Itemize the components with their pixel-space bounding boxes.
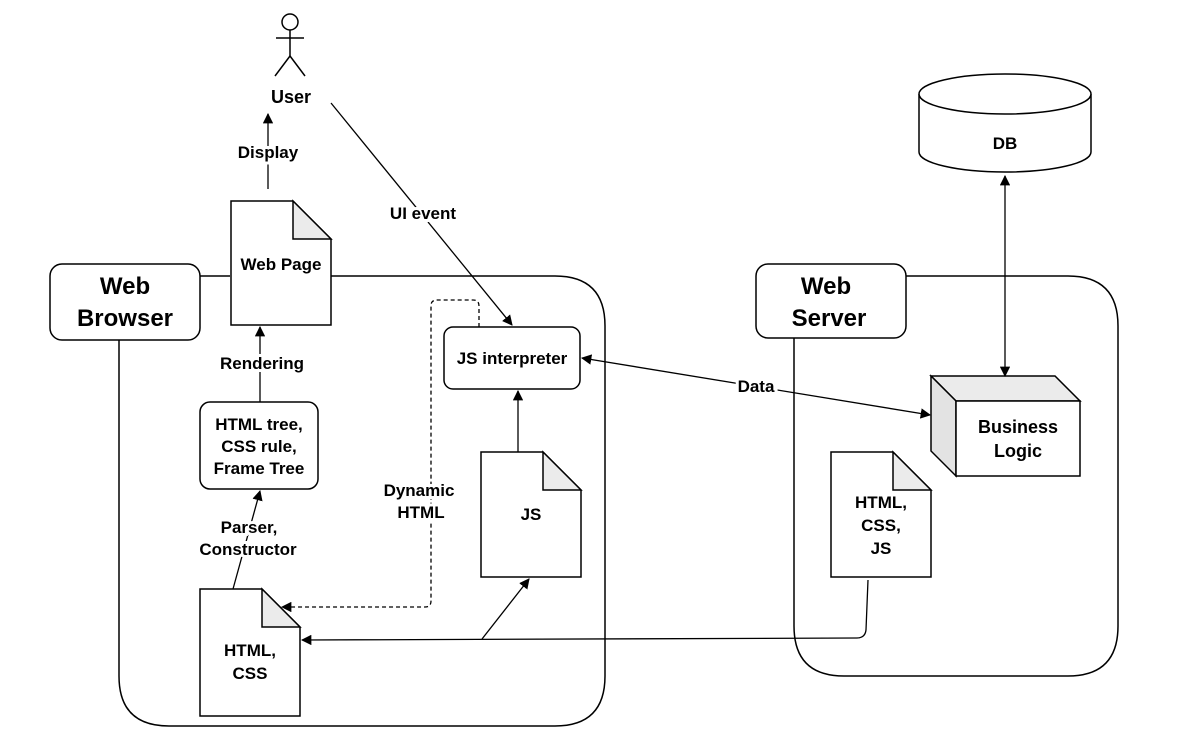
web-server-container: [793, 275, 1119, 677]
data-arrow: [580, 354, 932, 419]
business-logic-cube: Business Logic: [929, 374, 1082, 478]
rendering-label: Rendering: [220, 354, 304, 373]
server-files-line1: HTML,: [855, 493, 907, 512]
dom-trees-line1: HTML tree,: [215, 415, 303, 434]
dynamic-html-arrow: [280, 299, 480, 613]
web-page-document: Web Page: [230, 199, 333, 326]
html-css-document: HTML, CSS: [199, 587, 302, 717]
data-label: Data: [738, 377, 775, 396]
user-label: User: [271, 87, 311, 107]
web-page-label: Web Page: [241, 255, 322, 274]
web-server-label-line2: Server: [792, 305, 867, 332]
parser-arrow: [232, 489, 263, 590]
parser-label-line2: Constructor: [199, 540, 297, 559]
db-cylinder: DB: [918, 73, 1092, 173]
web-server-label-line1: Web: [801, 273, 851, 300]
server-files-line3: JS: [871, 539, 892, 558]
js-interpreter-box: JS interpreter: [443, 326, 581, 390]
business-logic-line1: Business: [978, 417, 1058, 437]
to-js-arrow: [481, 578, 530, 640]
web-browser-label: Web Browser: [49, 263, 201, 341]
dom-trees-box: HTML tree, CSS rule, Frame Tree: [199, 401, 319, 490]
user-actor-icon: [274, 13, 306, 77]
web-browser-label-line1: Web: [100, 273, 150, 300]
dynamic-html-label-line2: HTML: [397, 503, 444, 522]
dom-trees-line2: CSS rule,: [221, 437, 297, 456]
dom-trees-line3: Frame Tree: [214, 459, 305, 478]
web-browser-container: [118, 275, 606, 727]
ui-event-arrow: [330, 102, 513, 326]
server-to-browser-arrow: [300, 579, 869, 646]
js-document-label: JS: [521, 505, 542, 524]
ui-event-label: UI event: [390, 204, 456, 223]
html-css-line1: HTML,: [224, 641, 276, 660]
server-files-document: HTML, CSS, JS: [830, 450, 933, 578]
web-browser-label-line2: Browser: [77, 305, 173, 332]
business-logic-line2: Logic: [994, 441, 1042, 461]
js-interpreter-label: JS interpreter: [457, 349, 568, 368]
display-label: Display: [238, 143, 299, 162]
web-server-label: Web Server: [755, 263, 907, 339]
db-label: DB: [993, 134, 1018, 153]
js-document: JS: [480, 450, 583, 578]
html-css-line2: CSS: [233, 664, 268, 683]
parser-label-line1: Parser,: [221, 518, 278, 537]
server-files-line2: CSS,: [861, 516, 901, 535]
dynamic-html-label-line1: Dynamic: [384, 481, 455, 500]
